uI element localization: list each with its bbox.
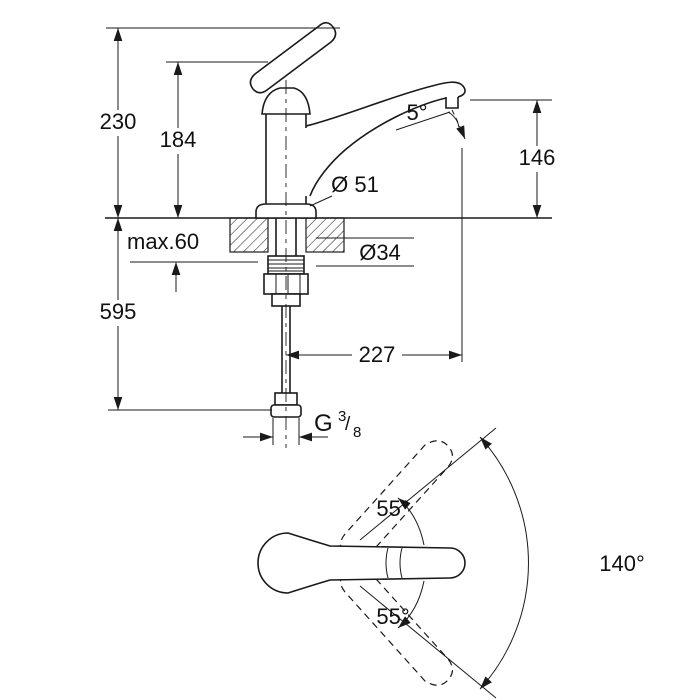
label-bg [95, 300, 141, 326]
swivel-arc-140 [479, 436, 529, 690]
swivel-leg-top [359, 427, 497, 541]
faucet-side-view [249, 21, 466, 219]
leader-line [309, 195, 333, 207]
dim-146: 146 [470, 99, 560, 218]
dim-label-140: 140° [599, 551, 645, 576]
counter-hatch-right [305, 217, 345, 253]
dim-230: 230 [95, 27, 340, 218]
dim-595: 595 [95, 218, 272, 411]
dim-label-max60: max.60 [127, 229, 199, 254]
thread-label-g: G [314, 410, 333, 437]
dim-label-5deg: 5° [406, 100, 427, 125]
dim-label-227: 227 [359, 342, 396, 367]
dim-label-55-top: 55° [376, 496, 409, 521]
body-arc-outer [399, 547, 403, 579]
spout-bottom-edge [309, 97, 447, 197]
dim-label-595: 595 [100, 299, 137, 324]
body-arc-inner [385, 547, 389, 579]
dim-g38: G 3 / 8 [243, 408, 361, 445]
dim-dia34: Ø34 [316, 237, 414, 267]
thread-label-num: 3 [338, 408, 346, 425]
spout-outlet [445, 97, 459, 109]
dim-label-146: 146 [519, 145, 556, 170]
dim-label-dia34: Ø34 [359, 240, 401, 265]
angle-arc-55-top [397, 497, 425, 546]
countertop-section [105, 217, 552, 253]
lever-plan-outline [257, 532, 466, 594]
lever-handle [249, 21, 337, 94]
label-bg [155, 128, 201, 154]
dim-184: 184 [155, 61, 268, 218]
dim-label-55-bottom: 55° [376, 604, 409, 629]
dim-227: 227 [286, 148, 463, 369]
label-bg [514, 146, 560, 172]
angle-leg [395, 111, 451, 131]
thread-label-slash: / [345, 414, 351, 435]
spout-top-edge [305, 81, 466, 127]
label-bg [352, 343, 402, 369]
counter-hatch-left [229, 217, 269, 253]
swivel-leg-bottom [359, 585, 497, 699]
angle-arc-55-bottom [397, 580, 425, 629]
dim-max60: max.60 [127, 229, 258, 292]
plan-view: 55° 55° 140° [257, 427, 645, 699]
water-stream-arrow [451, 109, 466, 140]
dim-label-dia51: Ø 51 [331, 172, 379, 197]
label-bg [95, 110, 141, 136]
dim-dia51: Ø 51 [309, 172, 379, 207]
angle-arc [447, 111, 460, 128]
thread-label-den: 8 [353, 424, 361, 441]
dim-label-230: 230 [100, 109, 137, 134]
dim-label-184: 184 [160, 127, 197, 152]
dim-5deg: 5° [395, 100, 460, 131]
